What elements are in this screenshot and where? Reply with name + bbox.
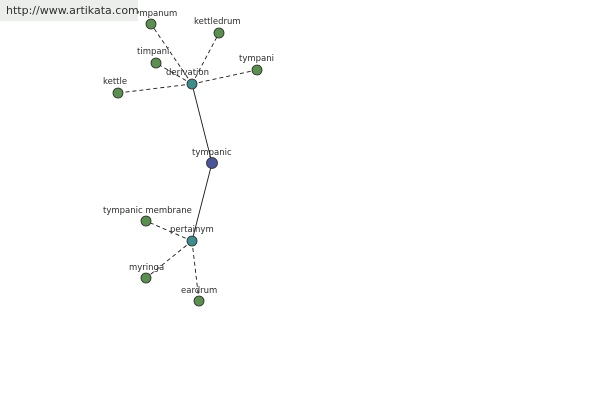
node-label-timpani[interactable]: timpani	[137, 47, 169, 57]
graph-nodes: tympanic derivation pertainym tympanum kettl…	[103, 9, 274, 307]
node-tympani[interactable]: tympani	[239, 54, 274, 76]
node-kettle[interactable]: kettle	[103, 77, 127, 99]
node-tympanic-membrane[interactable]: tympanic membrane	[103, 206, 192, 227]
node-label-pertainym[interactable]: pertainym	[170, 225, 214, 235]
node-label-tympanic[interactable]: tympanic	[192, 148, 232, 158]
node-label-myringa[interactable]: myringa	[129, 263, 164, 273]
node-label-eardrum[interactable]: eardrum	[181, 286, 217, 296]
node-circle-kettledrum[interactable]	[213, 27, 225, 39]
node-circle-kettle[interactable]	[112, 87, 124, 99]
edge-derivation-tympanum	[150, 23, 193, 85]
node-pertainym[interactable]: pertainym	[170, 225, 214, 247]
node-circle-eardrum[interactable]	[193, 295, 205, 307]
edge-derivation-kettledrum	[191, 32, 220, 85]
node-circle-myringa[interactable]	[140, 272, 152, 284]
node-label-tympanum[interactable]: tympanum	[131, 9, 177, 19]
node-label-tympanic-membrane[interactable]: tympanic membrane	[103, 206, 192, 216]
watermark-url: http://www.artikata.com	[0, 0, 139, 21]
edge-tympanic-pertainym	[191, 162, 213, 242]
node-circle-tympanum[interactable]	[145, 18, 157, 30]
graph-edges	[117, 23, 258, 302]
node-tympanum[interactable]: tympanum	[131, 9, 177, 30]
node-circle-pertainym[interactable]	[186, 235, 198, 247]
node-eardrum[interactable]: eardrum	[181, 286, 217, 307]
edge-pertainym-eardrum	[191, 240, 200, 302]
node-derivation[interactable]: derivation	[166, 68, 209, 90]
node-circle-tympanic[interactable]	[206, 157, 218, 169]
node-tympanic[interactable]: tympanic	[192, 148, 232, 169]
node-timpani[interactable]: timpani	[137, 47, 169, 69]
edge-pertainym-myringa	[145, 240, 193, 279]
node-circle-derivation[interactable]	[186, 78, 198, 90]
node-label-tympani[interactable]: tympani	[239, 54, 274, 64]
node-circle-tympani[interactable]	[251, 64, 263, 76]
node-label-kettle[interactable]: kettle	[103, 77, 127, 87]
node-circle-timpani[interactable]	[150, 57, 162, 69]
edge-pertainym-tympanic-membrane	[145, 220, 193, 242]
node-label-derivation[interactable]: derivation	[166, 68, 209, 78]
node-circle-tympanic-membrane[interactable]	[140, 215, 152, 227]
node-label-kettledrum[interactable]: kettledrum	[194, 17, 241, 27]
node-kettledrum[interactable]: kettledrum	[194, 17, 241, 39]
node-myringa[interactable]: myringa	[129, 263, 164, 284]
edge-derivation-kettle	[117, 83, 193, 94]
edge-tympanic-derivation	[191, 83, 213, 164]
